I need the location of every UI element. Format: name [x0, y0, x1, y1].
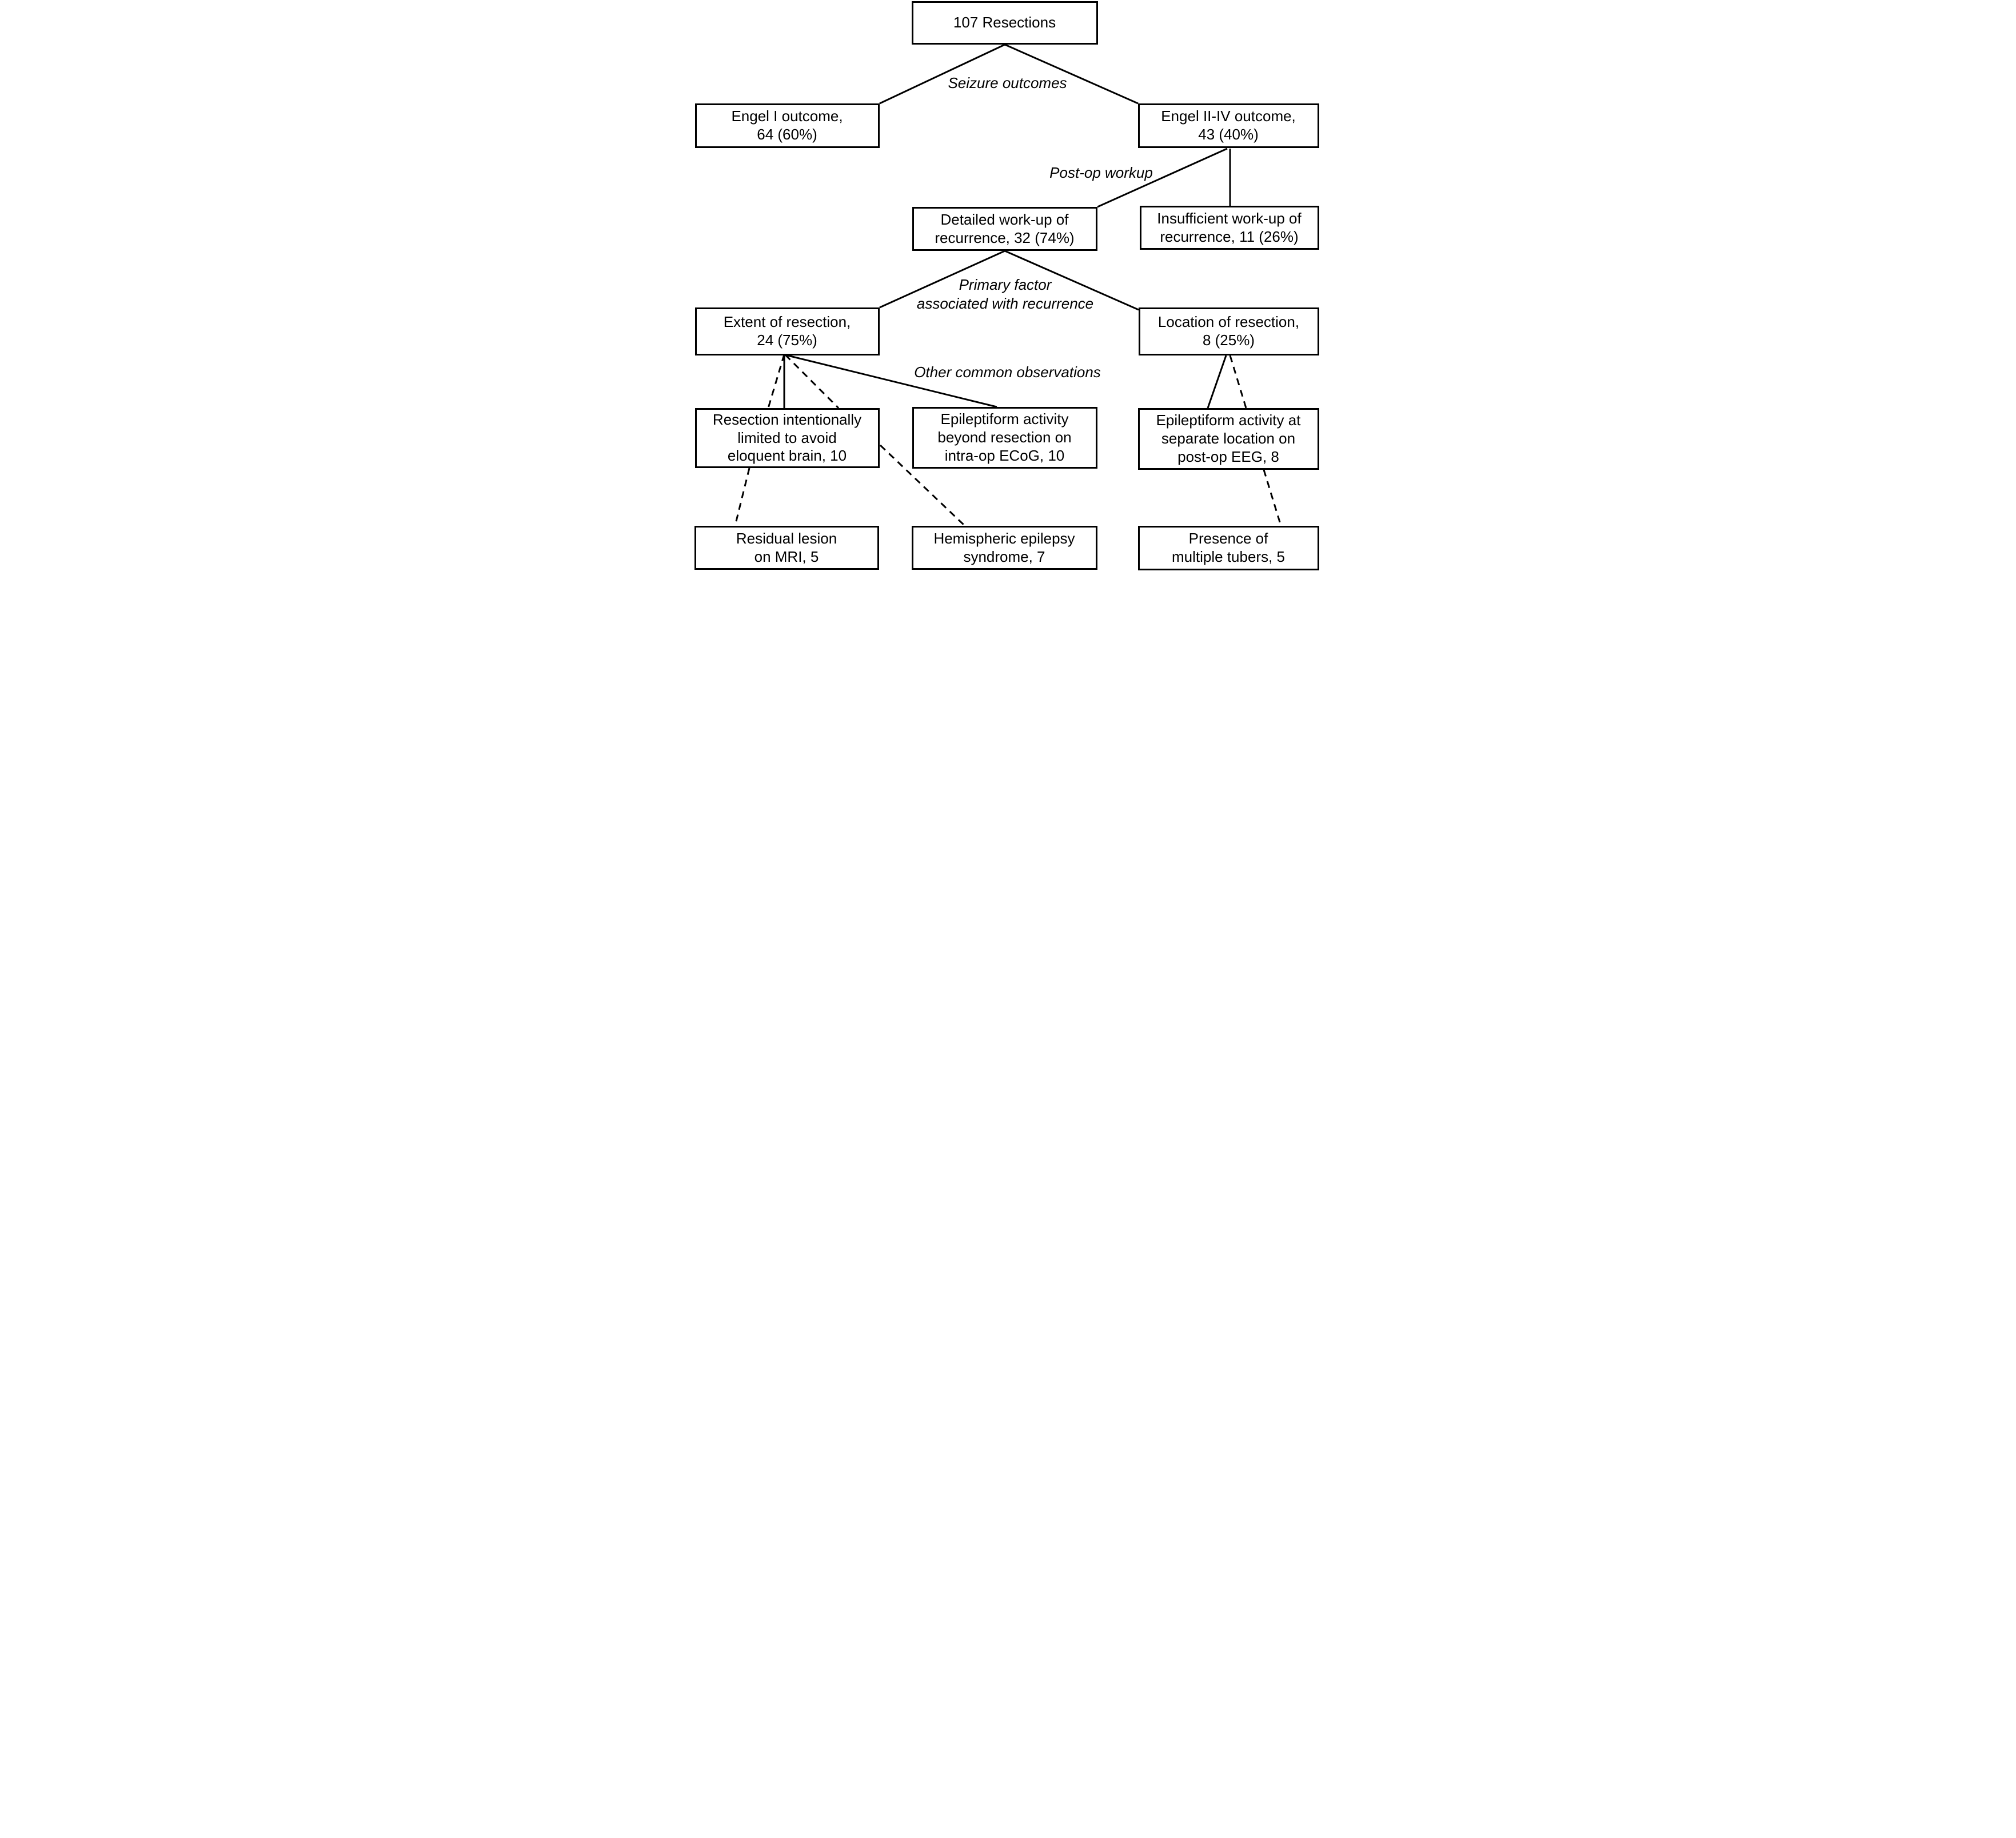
node-extent-label: Extent of resection, 24 (75%)	[723, 313, 851, 349]
edge-limited-residual-lesion	[734, 468, 750, 526]
flowchart-edges	[734, 43, 1282, 527]
node-engel1: Engel I outcome, 64 (60%)	[694, 103, 880, 148]
edge-resections-engel24	[1004, 43, 1139, 105]
edge-label-seizure-outcomes: Seizure outcomes	[948, 74, 1067, 91]
node-resections: 107 Resections	[911, 1, 1098, 45]
edge-extent-ecog	[785, 354, 997, 408]
node-engel1-label: Engel I outcome, 64 (60%)	[731, 107, 843, 143]
node-engel24: Engel II-IV outcome, 43 (40%)	[1137, 103, 1319, 148]
node-hemispheric-label: Hemispheric epilepsy syndrome, 7	[933, 529, 1075, 565]
node-ecog: Epileptiform activity beyond resection o…	[912, 407, 1097, 469]
node-eeg: Epileptiform activity at separate locati…	[1137, 408, 1319, 470]
edge-location-eeg-solid	[1207, 355, 1227, 409]
node-insufficient-workup: Insufficient work-up of recurrence, 11 (…	[1139, 206, 1319, 250]
node-extent: Extent of resection, 24 (75%)	[694, 307, 880, 355]
edge-label-postop-workup: Post-op workup	[1049, 164, 1153, 181]
node-location-label: Location of resection, 8 (25%)	[1157, 313, 1300, 349]
node-resections-label: 107 Resections	[953, 14, 1056, 31]
edge-engel24-detailed-workup	[1096, 147, 1228, 208]
flowchart-canvas: 107 Resections Engel I outcome, 64 (60%)…	[693, 0, 1323, 573]
node-tubers-label: Presence of multiple tubers, 5	[1172, 530, 1285, 565]
node-detailed-workup: Detailed work-up of recurrence, 32 (74%)	[912, 207, 1097, 251]
node-location: Location of resection, 8 (25%)	[1138, 307, 1319, 355]
edge-extent-limited-dashed-left	[767, 354, 785, 409]
node-limited-resection-label: Resection intentionally limited to avoid…	[712, 410, 862, 465]
node-residual-lesion: Residual lesion on MRI, 5	[694, 526, 879, 570]
edge-location-eeg-dashed	[1229, 355, 1247, 409]
edge-resections-engel1	[879, 43, 1005, 105]
edge-eeg-tubers	[1263, 469, 1282, 526]
node-ecog-label: Epileptiform activity beyond resection o…	[937, 410, 1072, 464]
edge-extent-limited-dashed-right	[784, 354, 839, 409]
node-eeg-label: Epileptiform activity at separate locati…	[1156, 411, 1301, 465]
node-hemispheric: Hemispheric epilepsy syndrome, 7	[911, 526, 1097, 570]
edge-limited-hemispheric	[879, 444, 965, 527]
edge-label-primary-factor: Primary factor associated with recurrenc…	[916, 276, 1094, 312]
edge-detailed-workup-extent	[879, 250, 1005, 309]
node-limited-resection: Resection intentionally limited to avoid…	[694, 408, 880, 468]
node-engel24-label: Engel II-IV outcome, 43 (40%)	[1161, 107, 1296, 143]
edge-label-other-observations: Other common observations	[914, 363, 1101, 381]
edge-detailed-workup-location	[1004, 250, 1139, 311]
node-detailed-workup-label: Detailed work-up of recurrence, 32 (74%)	[935, 210, 1075, 246]
node-insufficient-workup-label: Insufficient work-up of recurrence, 11 (…	[1157, 209, 1302, 245]
node-residual-lesion-label: Residual lesion on MRI, 5	[736, 529, 837, 565]
node-tubers: Presence of multiple tubers, 5	[1137, 526, 1319, 570]
